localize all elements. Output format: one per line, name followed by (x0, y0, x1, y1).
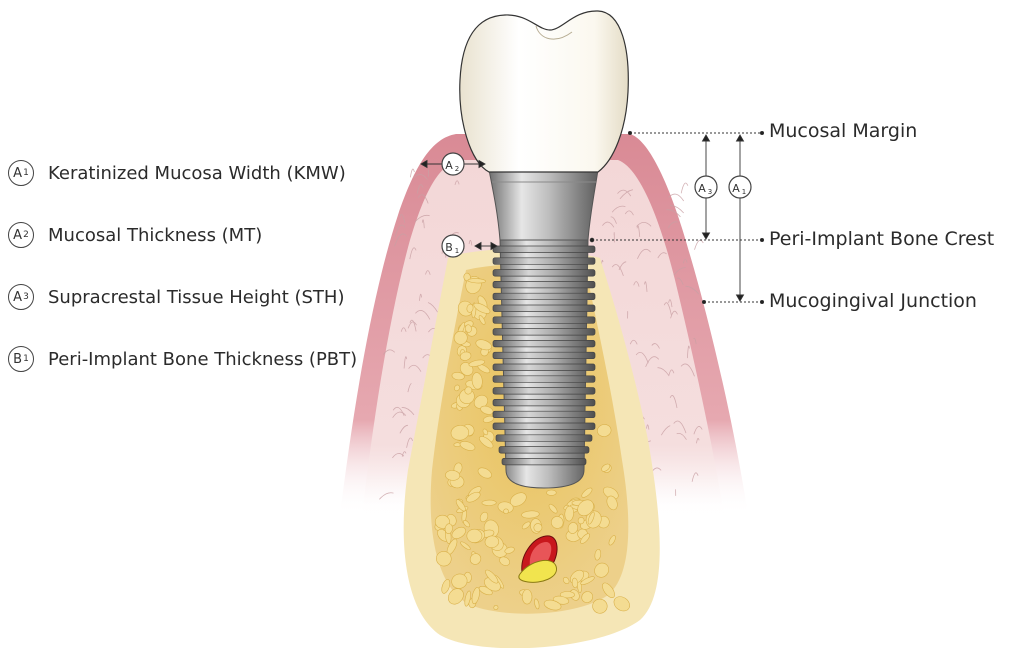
marker-a1: A 1 (729, 176, 751, 198)
legend-text: Keratinized Mucosa Width (KMW) (48, 163, 346, 184)
svg-text:A: A (445, 159, 453, 172)
svg-text:A: A (698, 182, 706, 195)
marker-a2: A 2 (442, 153, 464, 175)
svg-text:3: 3 (708, 188, 712, 196)
implant-thread (493, 423, 595, 430)
implant-thread (493, 293, 595, 300)
svg-text:1: 1 (742, 188, 746, 196)
implant-thread (493, 364, 595, 371)
legend-text: Peri-Implant Bone Thickness (PBT) (48, 349, 357, 370)
implant-thread (493, 411, 595, 418)
marker-a3: A 3 (695, 176, 717, 198)
implant-fixture (493, 240, 595, 488)
label-bone-crest: Peri-Implant Bone Crest (769, 228, 994, 250)
implant-thread (493, 376, 595, 383)
implant-thread (493, 281, 595, 288)
label-mucogingival-junction: Mucogingival Junction (769, 290, 977, 312)
implant-thread (493, 388, 595, 395)
implant-thread (493, 258, 595, 265)
implant-thread (493, 352, 595, 359)
implant-thread (493, 329, 595, 336)
implant-thread (493, 305, 595, 312)
svg-text:B: B (445, 241, 453, 254)
implant-thread (493, 340, 595, 347)
implant-thread (502, 458, 586, 465)
implant-thread (493, 317, 595, 324)
legend-text: Supracrestal Tissue Height (STH) (48, 287, 344, 308)
svg-text:1: 1 (455, 247, 459, 255)
label-mucosal-margin: Mucosal Margin (769, 120, 917, 142)
implant-thread (493, 399, 595, 406)
implant-thread (493, 270, 595, 277)
svg-text:2: 2 (455, 165, 459, 173)
implant-abutment (489, 170, 598, 240)
marker-b1: B 1 (442, 235, 464, 257)
implant-thread (499, 447, 589, 454)
svg-text:A: A (732, 182, 740, 195)
implant-crown (460, 11, 629, 172)
implant-thread (496, 435, 592, 442)
legend-text: Mucosal Thickness (MT) (48, 225, 262, 246)
implant-thread (493, 246, 595, 253)
